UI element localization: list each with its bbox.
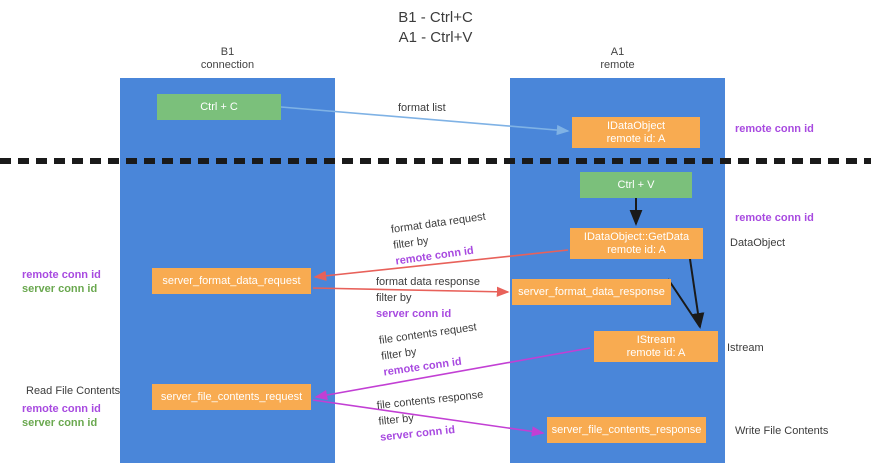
edge-label-fdres-line1: format data response (376, 276, 480, 288)
node-ctrl-c[interactable]: Ctrl + C (157, 94, 281, 120)
node-istream-sub: remote id: A (626, 346, 686, 359)
edge-label-file-contents-response: file contents response filter by server … (376, 387, 487, 446)
lane-header-b1: B1 connection (120, 46, 335, 72)
node-server-file-contents-response-label: server_file_contents_response (551, 423, 702, 436)
page-title: B1 - Ctrl+C A1 - Ctrl+V (0, 8, 871, 48)
node-ctrl-v[interactable]: Ctrl + V (580, 172, 692, 198)
filter-key-server-conn-id: server conn id (376, 308, 452, 320)
edge-label-fdres-line2: filter by server conn id (376, 290, 480, 322)
node-server-format-data-response[interactable]: server_format_data_response (512, 279, 671, 305)
lane-header-b1-name: B1 (220, 46, 235, 58)
annotation-left-server-conn-id-2: server conn id (22, 417, 98, 429)
node-server-file-contents-request-label: server_file_contents_request (160, 390, 303, 403)
annotation-istream: Istream (727, 342, 764, 354)
annotation-read-file-contents: Read File Contents (26, 385, 121, 397)
node-idataobject-sub: remote id: A (606, 132, 666, 145)
node-getdata-sub: remote id: A (607, 243, 666, 256)
edge-label-format-list: format list (398, 102, 446, 114)
edge-label-format-data-request: format data request filter by remote con… (390, 209, 491, 270)
annotation-write-file-contents: Write File Contents (735, 425, 829, 437)
node-ctrl-v-label: Ctrl + V (617, 178, 655, 191)
node-ctrl-c-label: Ctrl + C (200, 100, 238, 113)
node-server-file-contents-request[interactable]: server_file_contents_request (152, 384, 311, 410)
annotation-left-conn-ids-1: remote conn id server conn id (22, 268, 101, 296)
node-idataobject-label: IDataObject (606, 119, 666, 132)
node-server-format-data-request[interactable]: server_format_data_request (152, 268, 311, 294)
annotation-dataobject: DataObject (730, 237, 786, 249)
annotation-remote-conn-id-top: remote conn id (735, 123, 814, 135)
title-line-1: B1 - Ctrl+C (398, 9, 473, 26)
node-server-file-contents-response[interactable]: server_file_contents_response (547, 417, 706, 443)
annotation-left-conn-ids-2: remote conn id server conn id (22, 402, 101, 430)
lane-header-a1: A1 remote (510, 46, 725, 72)
annotation-left-remote-conn-id-2: remote conn id (22, 403, 101, 415)
annotation-left-remote-conn-id-1: remote conn id (22, 269, 101, 281)
node-istream[interactable]: IStream remote id: A (594, 331, 718, 362)
lane-header-a1-role: remote (600, 59, 635, 71)
annotation-remote-conn-id-mid: remote conn id (735, 212, 814, 224)
node-server-format-data-response-label: server_format_data_response (518, 285, 665, 298)
lane-header-a1-name: A1 (610, 46, 625, 58)
title-line-2: A1 - Ctrl+V (398, 29, 473, 46)
node-getdata-label: IDataObject::GetData (583, 230, 690, 243)
node-istream-label: IStream (636, 333, 676, 346)
phase-divider (0, 158, 871, 164)
edge-label-file-contents-request: file contents request filter by remote c… (378, 319, 482, 380)
node-server-format-data-request-label: server_format_data_request (162, 274, 301, 287)
lane-header-b1-role: connection (200, 59, 255, 71)
node-idataobject[interactable]: IDataObject remote id: A (572, 117, 700, 148)
edge-label-format-data-response: format data response filter by server co… (376, 274, 480, 322)
node-idataobject-getdata[interactable]: IDataObject::GetData remote id: A (570, 228, 703, 259)
annotation-left-server-conn-id-1: server conn id (22, 283, 98, 295)
